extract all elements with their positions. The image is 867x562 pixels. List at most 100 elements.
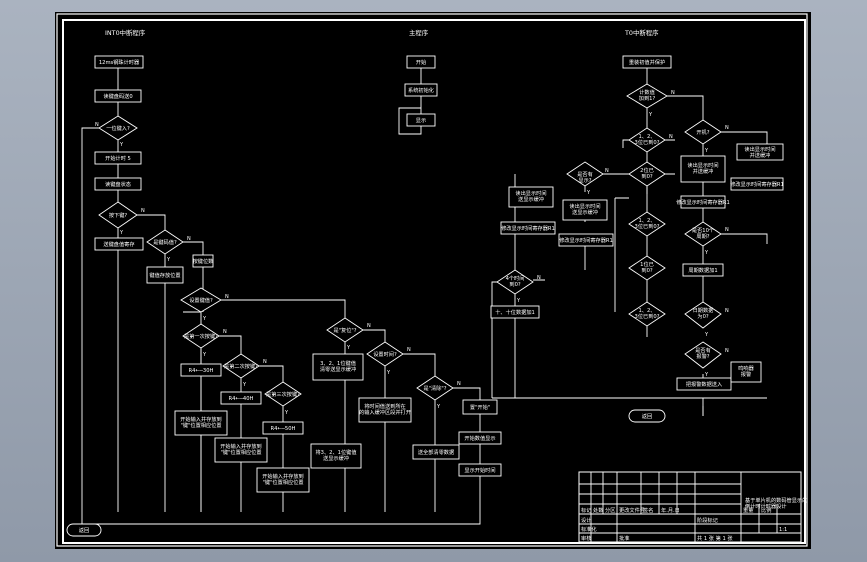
t0-nodes: 重装初值并保护 计数值加到1? 开机? 1、2、3位已到0? 是否有显示? 2位… <box>490 55 784 423</box>
int0-decision-3-label: 是键码值? <box>153 238 177 246</box>
tb-c4: 更改文件号 <box>619 506 645 514</box>
tb-r2: 标准化 <box>581 525 597 533</box>
t0-decision-2-label: 是否有显示? <box>577 170 593 184</box>
t0-decision-6 <box>628 211 666 237</box>
yn-label: N <box>725 308 729 314</box>
int0-decision-10-label: 是"清除"? <box>423 384 446 392</box>
int0-end <box>66 523 102 537</box>
yn-label: N <box>725 125 729 131</box>
int0-node-17-label: 开始数值显示 <box>464 434 495 442</box>
yn-label: Y <box>704 372 709 378</box>
int0-node-5 <box>192 254 214 268</box>
yn-label: N <box>223 329 227 335</box>
t0-decision-7 <box>684 221 722 247</box>
tb-r5: 批准 <box>619 534 629 542</box>
yn-label: Y <box>166 257 171 263</box>
t0-connectors <box>491 68 768 416</box>
title-int0: INT0中断程序 <box>105 28 146 37</box>
int0-node-12-label: 开始输入并存放到"键"位置相应位置 <box>262 472 304 486</box>
main-init-label: 系统初始化 <box>408 86 434 94</box>
t0-decision-5 <box>628 161 666 187</box>
tb-scale: 比例 <box>761 506 771 514</box>
tb-scale-val: 1:1 <box>779 527 787 533</box>
title-main: 主程序 <box>409 28 429 37</box>
int0-decision-5-label: 是第一次按键? <box>184 332 218 340</box>
yn-label: Y <box>586 190 591 196</box>
yn-label: N <box>725 227 729 233</box>
t0-decision-11-label: 日期数据为0? <box>693 306 714 320</box>
t0-decision-8-label: 1位已到0? <box>640 260 654 274</box>
t0-node-5 <box>680 195 726 209</box>
int0-node-15-label: 将时间值送到所在的输入缓冲区段并打开 <box>359 402 411 416</box>
t0-decision-10 <box>628 301 666 327</box>
int0-node-8-label: R4←─40H <box>229 396 254 402</box>
t0-node-2-label: 读出显示时间并送缓冲 <box>744 145 775 159</box>
yn-label: Y <box>202 316 207 322</box>
yn-label: Y <box>386 370 391 376</box>
int0-decision-5 <box>182 323 220 349</box>
t0-node-1 <box>680 155 726 183</box>
t0-decision-12-label: 是否有报警? <box>695 346 711 360</box>
int0-node-10-label: 开始输入并存放到"键"位置相应位置 <box>180 415 222 429</box>
int0-end-label: 返回 <box>79 527 89 534</box>
yn-label: N <box>367 323 371 329</box>
t0-node-5-label: 修改显示时间寄存器R1 <box>676 198 730 206</box>
int0-decision-7 <box>264 381 302 407</box>
outer-border <box>56 13 808 547</box>
int0-node-7 <box>180 363 222 377</box>
yn-label: Y <box>346 345 351 351</box>
t0-node-8-label: 修改显示时间寄存器R1 <box>559 236 613 244</box>
t0-decision-2 <box>566 161 604 187</box>
tb-r3: 审核 <box>581 534 591 542</box>
int0-node-5-label: 按键位数 <box>193 257 215 265</box>
t0-decision-12 <box>684 341 722 369</box>
int0-decision-2 <box>98 201 138 229</box>
yn-label: Y <box>516 298 521 304</box>
t0-node-4 <box>562 199 608 221</box>
t0-decision-11 <box>684 301 722 329</box>
t0-start-label: 重装初值并保护 <box>629 58 665 66</box>
int0-node-19-label: 送全部清零数据 <box>418 448 454 456</box>
main-loop-box <box>406 113 436 127</box>
yn-label: Y <box>202 352 207 358</box>
int0-node-7-label: R4←─30H <box>189 368 214 374</box>
yn-label: Y <box>704 332 709 338</box>
tb-c5: 签名 <box>643 506 653 514</box>
tb-weight: 重量 <box>743 506 753 514</box>
t0-node-12 <box>730 361 762 383</box>
main-init-box <box>404 83 438 97</box>
int0-node-13-label: 3、2、1位键值清零送显示缓冲 <box>320 359 356 373</box>
tb-project: 基于单片机的数码管显示的倒计时计时器设计 <box>745 496 807 510</box>
t0-decision-4 <box>684 119 722 145</box>
title-t0: T0中断程序 <box>624 28 659 37</box>
t0-decision-8 <box>628 255 666 281</box>
yn-label: N <box>225 294 229 300</box>
t0-node-11-label: 把报警数据送入 <box>686 380 722 388</box>
yn-label: N <box>95 122 99 128</box>
int0-node-2-label: 开始计时 5 <box>105 154 131 162</box>
int0-node-6-label: 键值存放位置 <box>149 271 180 279</box>
int0-start-label: 12ms钢珠计时器 <box>99 58 140 66</box>
int0-node-16 <box>462 399 498 415</box>
yn-label: Y <box>704 148 709 154</box>
yn-label: N <box>141 208 145 214</box>
yn-label: N <box>263 359 267 365</box>
int0-decision-7-label: 是第三次按键? <box>266 390 300 398</box>
tb-c1: 标记 <box>581 506 591 514</box>
t0-node-6 <box>730 177 784 191</box>
t0-node-10 <box>490 305 540 319</box>
int0-decision-9-label: 设置时间? <box>373 350 397 358</box>
t0-node-8 <box>558 233 614 247</box>
main-start-box <box>406 55 436 69</box>
tb-r1: 设计 <box>581 516 591 524</box>
yn-label: Y <box>119 230 124 236</box>
int0-node-4 <box>94 237 144 251</box>
int0-decision-9 <box>366 341 404 367</box>
int0-decision-6 <box>222 353 260 379</box>
t0-node-12-label: 鸣响器报警 <box>738 364 754 378</box>
int0-decision-1-label: 一位键入? <box>106 124 130 132</box>
int0-node-9 <box>262 421 304 435</box>
int0-node-1-label: 读键盘码送0 <box>103 92 132 100</box>
main-flow: 开始 系统初始化 显示 <box>398 55 438 135</box>
int0-node-11 <box>214 437 268 463</box>
